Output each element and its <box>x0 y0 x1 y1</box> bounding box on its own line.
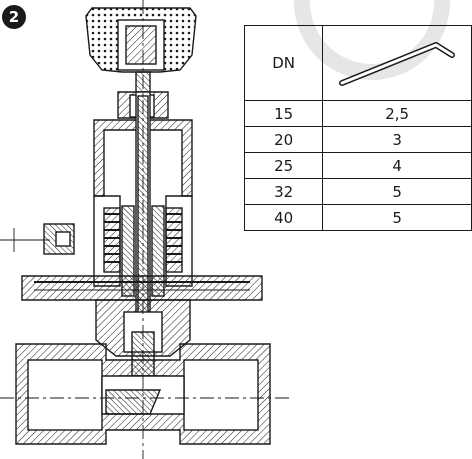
key-size-cell: 5 <box>322 204 472 231</box>
table-row: 20 3 <box>243 126 472 153</box>
dn-cell: 25 <box>243 152 324 179</box>
spring-left <box>103 207 121 273</box>
valve-body <box>0 0 290 459</box>
dn-cell: 32 <box>243 178 324 205</box>
step-number-badge: 2 <box>2 5 26 29</box>
spring-right <box>165 207 183 273</box>
hex-key-icon <box>339 42 456 86</box>
dn-cell: 20 <box>243 126 324 153</box>
table-row: 32 5 <box>243 178 472 205</box>
hex-key-size-table: DN 15 2,5 20 3 25 4 32 5 40 5 <box>243 25 472 231</box>
hex-key-header-cell <box>322 25 472 101</box>
key-size-cell: 5 <box>322 178 472 205</box>
table-row: 40 5 <box>243 204 472 231</box>
dn-cell: 15 <box>243 100 324 127</box>
key-size-cell: 4 <box>322 152 472 179</box>
table-header-row: DN <box>243 25 472 101</box>
key-size-cell: 2,5 <box>322 100 472 127</box>
table-row: 15 2,5 <box>243 100 472 127</box>
table-row: 25 4 <box>243 152 472 179</box>
dn-cell: 40 <box>243 204 324 231</box>
key-size-cell: 3 <box>322 126 472 153</box>
dn-header-cell: DN <box>243 25 324 101</box>
